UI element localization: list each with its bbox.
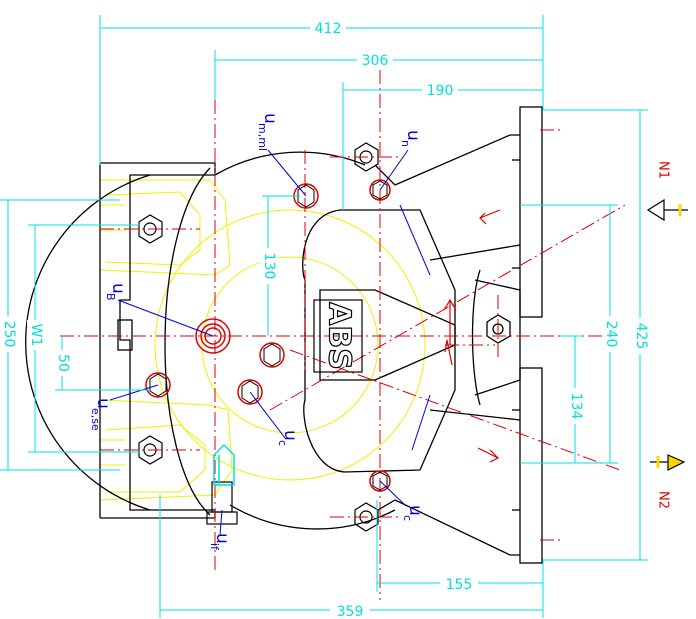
- dim-359: 359: [337, 604, 364, 619]
- port-labels: u m,ml u n u B u e,se u c u c u if: [89, 113, 425, 551]
- logo-text: ABS: [322, 302, 357, 370]
- dim-155: 155: [446, 577, 473, 593]
- leader-lines: [109, 149, 431, 536]
- label-uc-upper: u: [280, 430, 300, 441]
- label-uc-lower: u: [405, 505, 425, 516]
- label-uif: u: [212, 533, 232, 544]
- label-uc-upper-sub: c: [276, 440, 289, 446]
- label-ues-sub: e,se: [89, 408, 102, 431]
- pump-casing-outline: [25, 106, 543, 564]
- n2-arrow-icon: [650, 454, 686, 471]
- dim-306: 306: [362, 53, 389, 69]
- label-ub-sub: B: [104, 293, 117, 301]
- port-circles: [145, 179, 391, 492]
- construction-lines: [99, 179, 426, 501]
- dim-w1: W1: [28, 324, 44, 347]
- port-hexes: [149, 180, 388, 491]
- label-ub: u: [108, 283, 128, 294]
- label-uc-lower-sub: c: [401, 515, 414, 521]
- label-ues: u: [93, 398, 113, 409]
- dim-50: 50: [55, 354, 71, 372]
- label-n2: N2: [656, 491, 671, 509]
- dim-240: 240: [603, 321, 619, 348]
- label-un-sub: n: [399, 140, 412, 147]
- dim-134: 134: [568, 393, 584, 420]
- flow-arrows: [443, 209, 501, 463]
- label-n1: N1: [656, 161, 671, 179]
- dim-412: 412: [315, 21, 342, 37]
- dim-425: 425: [633, 323, 649, 350]
- nozzle-markers: N1 N2: [646, 161, 688, 509]
- dimension-labels: 412 306 190 359 155 425 240 134 130 250 …: [0, 18, 650, 619]
- label-un: u: [403, 130, 423, 141]
- label-um-sub: m,ml: [256, 123, 269, 151]
- dim-130: 130: [261, 253, 277, 280]
- label-um: u: [260, 113, 280, 124]
- dim-190: 190: [427, 83, 454, 99]
- dim-250: 250: [1, 321, 17, 348]
- n1-arrow-icon: [646, 198, 688, 222]
- abs-logo: ABS: [313, 299, 363, 373]
- center-lines: [60, 70, 626, 600]
- label-uif-sub: if: [208, 543, 221, 551]
- drain-plug-icon: [213, 443, 235, 486]
